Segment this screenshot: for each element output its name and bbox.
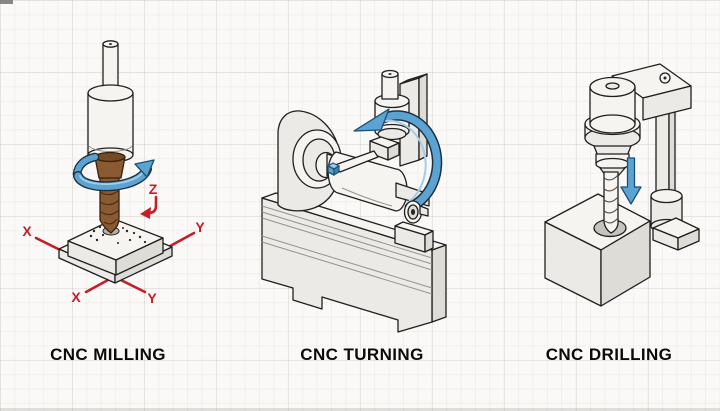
caption-cnc-turning: CNC TURNING — [300, 345, 424, 364]
drilling-hole-front-rim — [593, 227, 627, 238]
milling-workpiece — [67, 218, 164, 276]
turning-tailstock-block — [394, 221, 434, 253]
turning-tailstock-center — [403, 200, 429, 224]
milling-collet — [94, 151, 126, 179]
turning-tool-shank — [334, 150, 379, 173]
milling-rotation-arrow-icon — [72, 152, 155, 192]
drilling-tool — [603, 171, 619, 234]
drilling-base-foot — [652, 217, 700, 251]
milling-axis-y-lower-label: Y — [147, 290, 157, 306]
top-left-edge-artifact — [0, 0, 13, 4]
bottom-edge-artifact — [0, 408, 720, 411]
drilling-workpiece — [544, 193, 651, 307]
milling-chip-dots — [89, 225, 147, 244]
milling-axis-z-label: Z — [149, 181, 158, 197]
milling-axis-x-lower-label: X — [71, 289, 81, 305]
milling-z-axis-arrow — [140, 195, 158, 219]
turning-tool-tip — [326, 162, 341, 176]
drilling-spindle-head — [584, 76, 641, 177]
cnc-turning-figure — [261, 69, 447, 333]
drilling-feed-arrow-icon — [620, 157, 642, 205]
milling-axis-y-upper-label: Y — [195, 219, 205, 235]
cnc-milling-figure: X Y X Y Z — [22, 40, 205, 306]
cnc-drilling-figure — [544, 63, 700, 307]
caption-cnc-milling: CNC MILLING — [50, 345, 166, 364]
milling-spindle — [87, 40, 134, 163]
milling-axis-x-upper-label: X — [22, 223, 32, 239]
turning-rotation-arrow-icon — [353, 108, 443, 213]
caption-cnc-drilling: CNC DRILLING — [545, 345, 673, 364]
